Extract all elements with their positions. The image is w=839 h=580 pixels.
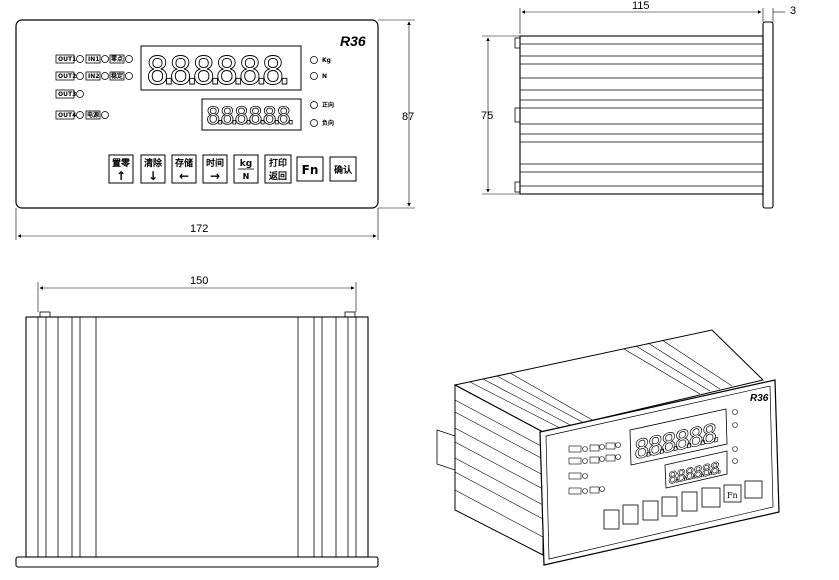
width-dimension: 172	[190, 223, 208, 235]
out2-led-icon	[76, 72, 84, 80]
zero-up-button[interactable]	[108, 154, 134, 184]
out2-label: OUT2	[58, 73, 76, 80]
in2-led-icon	[101, 72, 109, 80]
power-led-icon	[101, 111, 109, 119]
sub-display-digits: 8.8.8.8.8.8.	[206, 102, 298, 130]
out4-led-icon	[76, 111, 84, 119]
indicator-group: OUT1 IN1 零点 OUT2 IN2 稳定 OUT3 OUT4 电源	[55, 54, 133, 120]
return-button-label: 返回	[269, 170, 287, 182]
top-bezel	[15, 556, 379, 568]
confirm-button-label: 确认	[334, 164, 353, 176]
sub-display	[201, 98, 302, 131]
top-body-outline	[25, 316, 369, 558]
front-panel-outline	[15, 19, 379, 209]
model-label: R36	[340, 33, 366, 49]
bezel-thickness-dimension: 3	[790, 5, 796, 17]
stable-label: 稳定	[111, 72, 123, 80]
height-dimension: 87	[402, 111, 414, 123]
forward-label: 正向	[322, 101, 334, 109]
fn-button[interactable]	[296, 156, 324, 182]
depth-dimension: 150	[190, 275, 208, 287]
iso-fn-button[interactable]	[723, 484, 742, 503]
fn-button-label: Fn	[302, 163, 319, 177]
iso-fn-label: Fn	[727, 491, 738, 500]
iso-zero-button[interactable]	[603, 509, 620, 530]
zero-button-label: 置零	[112, 158, 131, 169]
keypad: 置零 ↑ 清除 ↓ 存储 ← 时间 → kg N 打印 返回 Fn 确认	[108, 154, 357, 184]
bezel-depth-dimension: 115	[632, 0, 650, 12]
power-label: 电源	[87, 111, 99, 119]
out1-label: OUT1	[58, 56, 76, 63]
out4-label: OUT4	[58, 112, 76, 119]
store-button-label: 存储	[175, 157, 193, 169]
left-arrow-icon: ←	[179, 169, 189, 183]
iso-front-bezel	[539, 379, 780, 566]
unit-button[interactable]	[233, 154, 259, 184]
reverse-label: 负向	[322, 119, 334, 127]
iso-model-label: R36	[750, 393, 769, 404]
side-body-outline	[519, 35, 764, 195]
side-bezel	[762, 21, 774, 209]
print-return-button[interactable]	[264, 154, 292, 184]
kg-label: Kg	[322, 57, 331, 64]
out1-led-icon	[76, 55, 84, 63]
iso-sub-display	[664, 450, 728, 489]
zero-led-icon	[125, 55, 133, 63]
stable-led-icon	[125, 72, 133, 80]
clear-button-label: 清除	[144, 157, 163, 169]
right-arrow-icon: →	[210, 169, 220, 183]
up-arrow-icon: ↑	[116, 169, 126, 183]
iso-clear-button[interactable]	[622, 504, 639, 525]
iso-confirm-button[interactable]	[744, 480, 763, 499]
main-display-digits: 8.8.8.8.8.8.	[146, 49, 296, 93]
in1-led-icon	[101, 55, 109, 63]
forward-led-icon	[310, 101, 318, 109]
body-height-dimension: 75	[481, 110, 493, 122]
iso-time-button[interactable]	[661, 496, 678, 517]
out3-led-icon	[76, 90, 84, 98]
confirm-button[interactable]	[329, 156, 357, 182]
in2-label: IN2	[88, 73, 99, 80]
zero-label: 零点	[110, 55, 123, 63]
print-button-label: 打印	[269, 157, 287, 169]
isometric-view: R36 8.8.8.8.8.8. 8.8.8.8.8.8.	[436, 329, 780, 566]
kg-led-icon	[310, 56, 318, 64]
n-led-icon	[310, 72, 318, 80]
reverse-led-icon	[310, 119, 318, 127]
side-view: 115 3 75	[481, 0, 796, 209]
time-right-button[interactable]	[202, 154, 228, 184]
n-label: N	[322, 73, 327, 80]
iso-main-display	[629, 408, 728, 466]
iso-print-button[interactable]	[701, 487, 721, 508]
iso-unit-button[interactable]	[681, 491, 698, 512]
unit-button-bottom: N	[243, 172, 250, 181]
clear-down-button[interactable]	[140, 154, 166, 184]
unit-button-top: kg	[240, 159, 252, 169]
out3-label: OUT3	[58, 91, 76, 98]
top-view: 150	[15, 275, 379, 568]
front-view: R36 OUT1 IN1 零点 OUT2 IN2 稳定 OUT3	[15, 19, 415, 240]
down-arrow-icon: ↓	[148, 169, 158, 183]
main-display	[140, 45, 302, 91]
in1-label: IN1	[88, 56, 99, 63]
time-button-label: 时间	[206, 157, 224, 169]
store-left-button[interactable]	[171, 154, 197, 184]
iso-store-button[interactable]	[642, 500, 659, 521]
